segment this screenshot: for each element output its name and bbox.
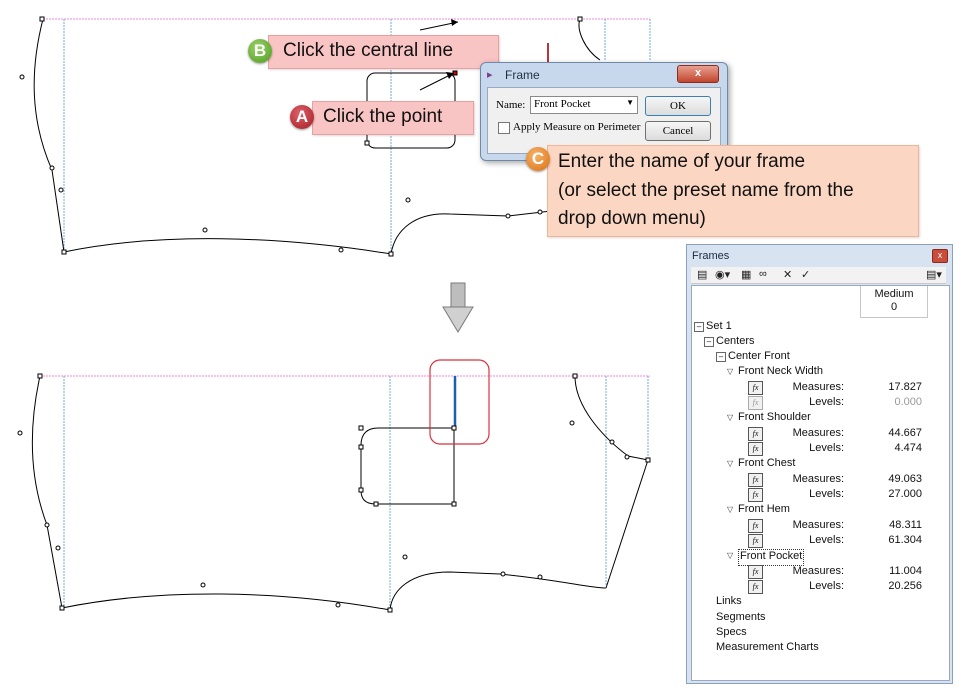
check-icon[interactable]: ✓ [801, 269, 811, 281]
frame-icon[interactable]: ▤ [697, 269, 708, 281]
measures-label: Measures: [792, 381, 844, 393]
delete-icon[interactable]: ▦ [741, 269, 752, 281]
callout-c-line1: Enter the name of your frame [558, 151, 806, 172]
name-select[interactable]: Front Pocket ▼ [530, 96, 638, 114]
column-header-value: 0 [890, 301, 898, 313]
collapse-triangle-icon[interactable]: ▽ [727, 413, 734, 422]
measures-label: Measures: [792, 519, 844, 531]
fx-icon[interactable]: fx [748, 442, 763, 456]
fx-icon[interactable]: fx [748, 519, 763, 533]
fx-icon[interactable]: fx [748, 427, 763, 441]
centers-expander-icon[interactable]: – [704, 337, 714, 347]
collapse-triangle-icon[interactable]: ▽ [727, 551, 734, 560]
fx-icon[interactable]: fx [748, 534, 763, 548]
link-icon[interactable]: ∞ [759, 268, 767, 280]
dialog-close-button[interactable]: x [677, 65, 719, 83]
levels-value: 61.304 [888, 534, 922, 546]
badge-a-icon: A [290, 105, 314, 129]
measures-label: Measures: [792, 427, 844, 439]
measures-label: Measures: [792, 565, 844, 577]
tree-centers[interactable]: Centers [716, 335, 755, 347]
apply-measure-label: Apply Measure on Perimeter [513, 121, 641, 133]
badge-b-icon: B [248, 39, 272, 63]
tree-specs[interactable]: Specs [716, 626, 747, 638]
callout-c-line3: drop down menu) [558, 208, 706, 229]
callout-b-text: Click the central line [283, 40, 454, 61]
measures-value: 49.063 [888, 473, 922, 485]
panel-close-button[interactable]: x [932, 249, 948, 263]
name-label: Name: [496, 99, 526, 111]
levels-value: 27.000 [888, 488, 922, 500]
frame-dialog-body: Name: Front Pocket ▼ OK Apply Measure on… [487, 87, 721, 154]
measures-value: 11.004 [889, 565, 922, 577]
measures-value: 17.827 [888, 381, 922, 393]
transition-arrow-icon [442, 282, 474, 333]
collapse-triangle-icon[interactable]: ▽ [727, 367, 734, 376]
menu-icon[interactable]: ▤▾ [926, 269, 942, 281]
frames-grid: Medium 0 – Set 1 – Centers – Center Fron… [691, 285, 950, 681]
panel-title: Frames [692, 250, 730, 262]
callout-b: Click the central line [268, 35, 499, 69]
bottom-pattern [17, 359, 651, 613]
fx-icon[interactable]: fx [748, 580, 763, 594]
tree-item-front-chest[interactable]: Front Chest [738, 457, 796, 469]
levels-label: Levels: [809, 534, 844, 546]
callout-c-line2: (or select the preset name from the [558, 180, 854, 201]
levels-label: Levels: [809, 580, 844, 592]
tree-item-front-neck-width[interactable]: Front Neck Width [738, 365, 823, 377]
column-header-name: Medium [874, 288, 914, 300]
levels-label: Levels: [809, 442, 844, 454]
fx-icon[interactable]: fx [748, 381, 763, 395]
measures-value: 48.311 [889, 519, 922, 531]
frame-dialog-icon: ▸ [487, 69, 493, 81]
set-expander-icon[interactable]: – [694, 322, 704, 332]
apply-measure-checkbox[interactable] [498, 122, 510, 134]
collapse-triangle-icon[interactable]: ▽ [727, 459, 734, 468]
measures-label: Measures: [792, 473, 844, 485]
center-front-expander-icon[interactable]: – [716, 352, 726, 362]
column-header[interactable]: Medium 0 [860, 286, 928, 318]
frames-panel: Frames x ▤ ◉▾ ▦ ∞ ✕ ✓ ▤▾ Medium 0 – Set … [686, 244, 953, 684]
tree-measurement-charts[interactable]: Measurement Charts [716, 641, 819, 653]
tree-links[interactable]: Links [716, 595, 742, 607]
tree-center-front[interactable]: Center Front [728, 350, 790, 362]
collapse-triangle-icon[interactable]: ▽ [727, 505, 734, 514]
name-select-value: Front Pocket [534, 98, 591, 110]
ok-button[interactable]: OK [645, 96, 711, 116]
tree-segments[interactable]: Segments [716, 611, 766, 623]
close-icon[interactable]: ✕ [783, 269, 793, 281]
callout-a-text: Click the point [323, 106, 443, 127]
levels-label: Levels: [809, 488, 844, 500]
tree-item-front-shoulder[interactable]: Front Shoulder [738, 411, 811, 423]
cancel-button[interactable]: Cancel [645, 121, 711, 141]
frame-dialog-title: Frame [505, 68, 540, 82]
frame-dialog: ▸ Frame x Name: Front Pocket ▼ OK Apply … [480, 62, 728, 161]
levels-value: 4.474 [894, 442, 922, 454]
badge-c-icon: C [526, 147, 550, 171]
callout-c: Enter the name of your frame (or select … [547, 145, 919, 237]
levels-value: 0.000 [894, 396, 922, 408]
fx-icon[interactable]: fx [748, 488, 763, 502]
top-pattern [19, 16, 651, 257]
fx-icon[interactable]: fx [748, 565, 763, 579]
tree-item-front-pocket[interactable]: Front Pocket [738, 549, 805, 566]
tree-set[interactable]: Set 1 [706, 320, 732, 332]
levels-value: 20.256 [888, 580, 922, 592]
fx-icon[interactable]: fx [748, 396, 763, 410]
eye-icon[interactable]: ◉▾ [715, 269, 731, 281]
panel-toolbar: ▤ ◉▾ ▦ ∞ ✕ ✓ ▤▾ [691, 267, 946, 284]
chevron-down-icon[interactable]: ▼ [626, 98, 634, 107]
fx-icon[interactable]: fx [748, 473, 763, 487]
levels-label: Levels: [809, 396, 844, 408]
tree-item-front-hem[interactable]: Front Hem [738, 503, 790, 515]
callout-a: Click the point [312, 101, 474, 135]
measures-value: 44.667 [888, 427, 922, 439]
